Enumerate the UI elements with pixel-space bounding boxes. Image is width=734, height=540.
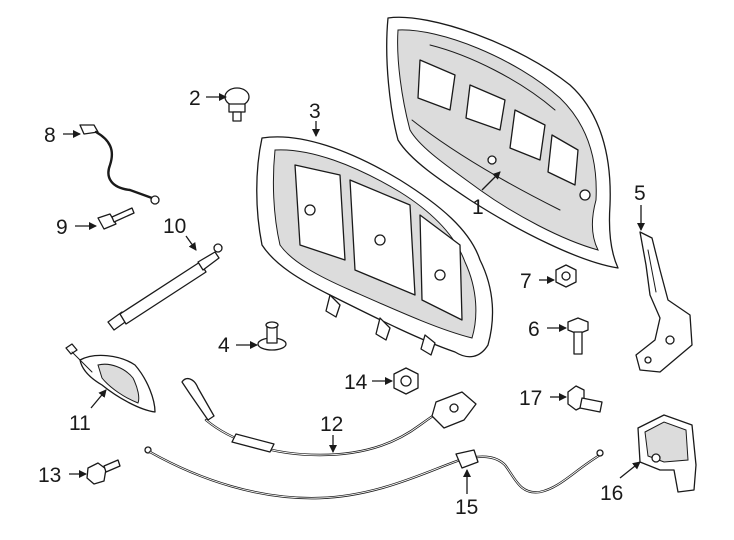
bolt-6 bbox=[567, 317, 589, 355]
callout-13: 13 bbox=[38, 464, 61, 487]
hood-panel bbox=[386, 16, 619, 269]
callout-14: 14 bbox=[344, 371, 368, 394]
callout-3: 3 bbox=[309, 100, 321, 123]
hood-latch bbox=[65, 343, 156, 413]
ground-strap bbox=[79, 124, 160, 205]
callout-4: 4 bbox=[218, 334, 230, 357]
bolt-9 bbox=[97, 207, 135, 230]
callout-17: 17 bbox=[519, 387, 542, 410]
release-cable bbox=[181, 377, 477, 457]
retainer-clip bbox=[257, 321, 287, 351]
callout-15: 15 bbox=[455, 496, 478, 519]
hood-hinge bbox=[635, 231, 693, 373]
hood-lift-support bbox=[107, 243, 223, 331]
callout-16: 16 bbox=[600, 482, 623, 505]
callout-5: 5 bbox=[634, 182, 646, 205]
callout-8: 8 bbox=[44, 124, 56, 147]
bolt-17 bbox=[567, 385, 603, 413]
callout-11: 11 bbox=[69, 412, 91, 435]
callout-2: 2 bbox=[189, 87, 201, 110]
callout-6: 6 bbox=[528, 318, 540, 341]
callout-labels: 1 2 3 4 5 6 7 8 9 10 11 12 13 14 15 16 1… bbox=[38, 87, 646, 519]
hood-bumper-pad bbox=[637, 414, 697, 493]
callout-12: 12 bbox=[320, 413, 343, 436]
callout-1: 1 bbox=[472, 196, 484, 219]
secondary-cable bbox=[144, 446, 604, 500]
hood-bumper bbox=[224, 87, 250, 122]
bolt-13 bbox=[86, 459, 121, 485]
callout-10: 10 bbox=[163, 215, 186, 238]
nut-7 bbox=[555, 264, 577, 288]
callout-7: 7 bbox=[520, 270, 532, 293]
leader-lines bbox=[63, 93, 645, 494]
hood-insulator bbox=[256, 136, 494, 358]
nut-14 bbox=[393, 367, 419, 395]
callout-9: 9 bbox=[56, 216, 68, 239]
